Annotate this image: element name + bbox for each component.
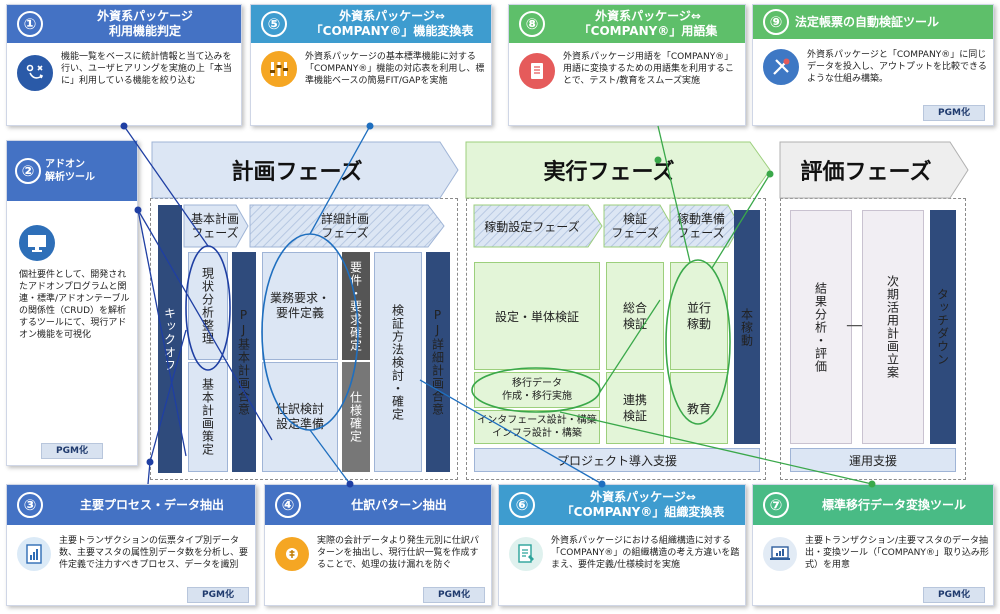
card-5-desc: 外資系パッケージの基本標準機能に対する「COMPANY®」機能の対応表を利用し、… [305,52,485,86]
basic-plan-subphase: 基本計画 フェーズ [190,212,239,240]
card-3-pgm-badge: PGM化 [187,587,249,603]
yoken-bar: 要件・要求確定 [342,252,370,360]
card-7-number: ⑦ [763,492,789,518]
touchdown-bar: タッチダウン [930,210,956,444]
card-9-pgm-badge: PGM化 [923,105,985,121]
card-7: ⑦ 標準移行データ変換ツール 主要トランザクション/主要マスタのデータ抽出・変換… [752,484,994,606]
card-8: ⑧ 外資系パッケージ⇔ 「COMPANY®」用語集 外資系パッケージ用語を「CO… [508,4,746,126]
card-6-title: 外資系パッケージ⇔ 「COMPANY®」組織変換表 [561,490,725,519]
card-7-title: 標準移行データ変換ツール [821,497,966,512]
kensho-hoho-box: 検証方法検討・確定 [374,252,422,472]
tools-icon [763,49,799,85]
kado-settei-subphase: 稼動設定フェーズ [484,219,580,234]
pj-shosai-bar: PJ詳細計画合意 [426,252,450,472]
card-3: ③ 主要プロセス・データ抽出 主要トランザクションの伝票タイプ別データ数、主要マ… [6,484,256,606]
iko-data-box: 移行データ 作成・移行実施 [474,372,600,408]
card-6: ⑥ 外資系パッケージ⇔ 「COMPANY®」組織変換表 外資系パッケージにおける… [498,484,746,606]
settei-tantai-box: 設定・単体検証 [474,262,600,370]
card-4-desc: 実際の会計データより発生元別に仕訳パターンを抽出し、現行仕訳一覧を作成することで… [317,536,479,570]
renkei-kensho-box: 連携 検証 [606,372,664,444]
card-1: ① 外資系パッケージ 利用機能判定 機能一覧をベースに統計情報と当て込みを行い、… [6,4,242,126]
card-9-number: ⑨ [763,9,789,35]
monitor-icon [19,225,55,261]
card-4-number: ④ [275,492,301,518]
card-1-number: ① [17,11,43,37]
kihon-sakutei-box: 基本計画策定 [188,362,228,472]
kyoiku-box: 教育 [670,372,728,444]
card-4-pgm-badge: PGM化 [423,587,485,603]
kekka-box: 結果分析・評価 [790,210,852,444]
kensho-subphase: 検証 フェーズ [611,212,659,240]
card-2-title: アドオン 解析ツール [45,159,95,183]
card-7-desc: 主要トランザクション/主要マスタのデータ抽出・変換ツール（「COMPANY®」取… [805,536,989,570]
shiyo-bar: 仕様確定 [342,362,370,472]
card-2-number: ② [15,158,41,184]
jiki-box: 次期活用計画立案 [862,210,924,444]
shiwake-box: 仕訳検討 設定準備 [262,362,338,472]
card-3-title: 主要プロセス・データ抽出 [79,497,224,512]
card-1-title: 外資系パッケージ 利用機能判定 [97,9,193,38]
card-6-number: ⑥ [509,492,535,518]
card-9: ⑨ 法定帳票の自動検証ツール 外資系パッケージと「COMPANY®」に同じデータ… [752,4,994,126]
card-1-desc: 機能一覧をベースに統計情報と当て込みを行い、ユーザヒアリングを実施の上「本当に」… [61,52,232,86]
card-3-number: ③ [17,492,43,518]
laptop-chart-icon [763,537,797,571]
heiko-kado-box: 並行 稼動 [670,262,728,370]
arrow-icon: ⟶ [846,318,867,334]
card-6-desc: 外資系パッケージにおける組織構造に対する「COMPANY®」の組織構造の考え方違… [551,536,740,570]
card-4-title: 仕訳パターン抽出 [351,497,447,512]
card-5: ⑤ 外資系パッケージ⇔ 「COMPANY®」機能変換表 外資系パッケージの基本標… [250,4,492,126]
kado-junbi-subphase: 稼動準備 フェーズ [676,212,725,240]
unyo-support-bar: 運用支援 [790,448,956,472]
card-9-desc: 外資系パッケージと「COMPANY®」に同じデータを投入し、アウトプットを比較で… [807,50,987,84]
money-icon [275,537,309,571]
honkado-bar: 本稼動 [734,210,760,444]
exec-phase-label: 実行フェーズ [543,160,675,185]
card-2-desc: 個社要件として、開発されたアドオンプログラムと関連・標準/アドオンテーブルの関係… [19,270,130,340]
card-8-number: ⑧ [519,11,545,37]
card-8-title: 外資系パッケージ⇔ 「COMPANY®」用語集 [578,9,718,38]
card-4: ④ 仕訳パターン抽出 実際の会計データより発生元別に仕訳パターンを抽出し、現行仕… [264,484,492,606]
equalizer-icon [261,51,297,87]
card-2: ② アドオン 解析ツール 個社要件として、開発されたアドオンプログラムと関連・標… [6,140,138,466]
kickoff-bar: キックオフ [158,205,182,473]
card-2-pgm-badge: PGM化 [41,443,103,459]
gyomu-box: 業務要求・ 要件定義 [262,252,338,360]
eval-phase-label: 評価フェーズ [800,160,932,185]
book-icon [519,53,555,89]
card-5-number: ⑤ [261,11,287,37]
pj-kihon-bar: PJ基本計画合意 [232,252,256,472]
document-edit-icon [509,537,543,571]
interface-box: インタフェース設計・構築 インフラ設計・構築 [474,410,600,444]
card-8-desc: 外資系パッケージ用語を「COMPANY®」用語に変換するための用語集を利用するこ… [563,52,735,86]
genjo-box: 現状分析整理 [188,252,228,360]
sogo-kensho-box: 総合 検証 [606,262,664,370]
document-chart-icon [17,537,51,571]
card-9-title: 法定帳票の自動検証ツール [795,14,940,29]
card-5-title: 外資系パッケージ⇔ 「COMPANY®」機能変換表 [310,9,474,38]
project-support-bar: プロジェクト導入支援 [474,448,760,472]
card-3-desc: 主要トランザクションの伝票タイプ別データ数、主要マスタの属性別データ数を分析し、… [59,536,249,570]
detail-plan-subphase: 詳細計画 フェーズ [320,212,369,240]
strategy-icon [17,55,53,91]
card-7-pgm-badge: PGM化 [923,587,985,603]
